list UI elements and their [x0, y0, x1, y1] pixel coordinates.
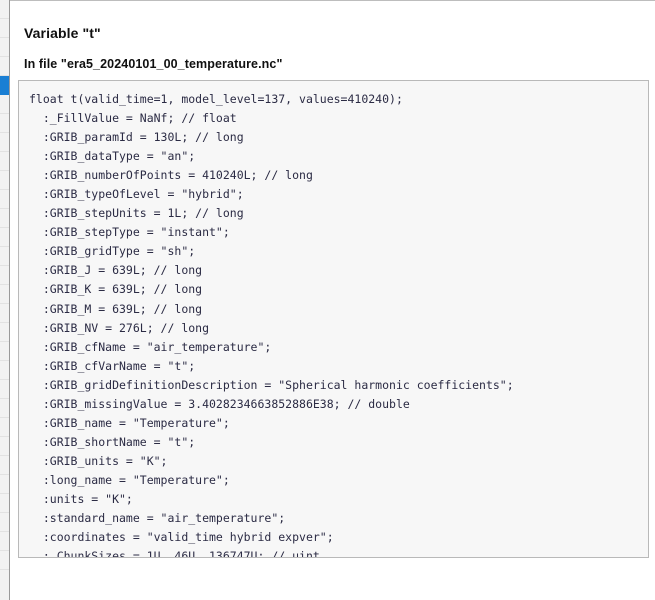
- sidebar-tree-item[interactable]: [0, 380, 9, 399]
- cdl-line: :GRIB_M = 639L; // long: [29, 301, 203, 316]
- cdl-line: :GRIB_typeOfLevel = "hybrid";: [29, 187, 244, 202]
- sidebar-tree-item[interactable]: [0, 437, 9, 456]
- cdl-line: :GRIB_dataType = "an";: [29, 149, 196, 164]
- sidebar-tree-item[interactable]: [0, 190, 9, 209]
- sidebar-tree-item[interactable]: [0, 247, 9, 266]
- panel-headings: Variable "t" In file "era5_20240101_00_t…: [10, 1, 655, 71]
- cdl-line: :GRIB_missingValue = 3.4028234663852886E…: [29, 396, 410, 411]
- sidebar-tree-item[interactable]: [0, 342, 9, 361]
- sidebar-tree-item[interactable]: [0, 361, 9, 380]
- cdl-line: :GRIB_stepUnits = 1L; // long: [29, 206, 244, 221]
- sidebar-tree-item[interactable]: [0, 57, 9, 76]
- sidebar-tree-item[interactable]: [0, 475, 9, 494]
- sidebar-tree-item[interactable]: [0, 285, 9, 304]
- sidebar-tree-item[interactable]: [0, 399, 9, 418]
- cdl-line: :GRIB_shortName = "t";: [29, 434, 196, 449]
- cdl-line: :_FillValue = NaNf; // float: [29, 111, 237, 126]
- cdl-line: float t(valid_time=1, model_level=137, v…: [29, 92, 403, 106]
- sidebar-tree-item[interactable]: [0, 114, 9, 133]
- sidebar-tree-item[interactable]: [0, 19, 9, 38]
- cdl-text: float t(valid_time=1, model_level=137, v…: [19, 90, 648, 558]
- cdl-line: :GRIB_gridDefinitionDescription = "Spher…: [29, 377, 514, 392]
- cdl-line: :units = "K";: [29, 491, 133, 506]
- cdl-line: :GRIB_name = "Temperature";: [29, 415, 230, 430]
- sidebar-tree-item-selected[interactable]: [0, 76, 9, 95]
- sidebar-tree-item[interactable]: [0, 456, 9, 475]
- sidebar-tree-item[interactable]: [0, 494, 9, 513]
- cdl-line: :_ChunkSizes = 1U, 46U, 136747U; // uint: [29, 549, 320, 558]
- variable-details-panel: Variable "t" In file "era5_20240101_00_t…: [10, 0, 655, 600]
- sidebar-tree-item[interactable]: [0, 418, 9, 437]
- cdl-line: :GRIB_paramId = 130L; // long: [29, 130, 244, 145]
- variable-title: Variable "t": [24, 25, 101, 41]
- sidebar-tree-item[interactable]: [0, 304, 9, 323]
- sidebar-tree-item[interactable]: [0, 95, 9, 114]
- cdl-line: :GRIB_K = 639L; // long: [29, 282, 203, 297]
- cdl-line: :GRIB_J = 639L; // long: [29, 263, 203, 278]
- sidebar-tree-item[interactable]: [0, 323, 9, 342]
- cdl-metadata-box[interactable]: float t(valid_time=1, model_level=137, v…: [18, 80, 649, 558]
- cdl-line: :GRIB_NV = 276L; // long: [29, 320, 210, 335]
- cdl-line: :GRIB_cfVarName = "t";: [29, 358, 196, 373]
- sidebar-tree-item[interactable]: [0, 266, 9, 285]
- sidebar-tree-item[interactable]: [0, 133, 9, 152]
- sidebar-tree-item[interactable]: [0, 513, 9, 532]
- sidebar-tree-item[interactable]: [0, 228, 9, 247]
- cdl-line: :standard_name = "air_temperature";: [29, 511, 286, 526]
- cdl-line: :GRIB_stepType = "instant";: [29, 225, 230, 240]
- cdl-line: :GRIB_numberOfPoints = 410240L; // long: [29, 168, 313, 183]
- file-title: In file "era5_20240101_00_temperature.nc…: [24, 57, 283, 71]
- sidebar-tree-strip[interactable]: [0, 0, 10, 600]
- cdl-line: :GRIB_cfName = "air_temperature";: [29, 339, 272, 354]
- sidebar-tree-item[interactable]: [0, 152, 9, 171]
- cdl-line: :GRIB_units = "K";: [29, 453, 168, 468]
- sidebar-tree-item[interactable]: [0, 171, 9, 190]
- cdl-line: :GRIB_gridType = "sh";: [29, 244, 196, 259]
- sidebar-tree-item[interactable]: [0, 0, 9, 19]
- sidebar-tree-item[interactable]: [0, 551, 9, 570]
- sidebar-tree-item[interactable]: [0, 38, 9, 57]
- cdl-line: :coordinates = "valid_time hybrid expver…: [29, 530, 334, 545]
- sidebar-tree-item[interactable]: [0, 532, 9, 551]
- cdl-line: :long_name = "Temperature";: [29, 472, 230, 487]
- sidebar-tree-item[interactable]: [0, 209, 9, 228]
- panel-footer-space: [10, 558, 655, 588]
